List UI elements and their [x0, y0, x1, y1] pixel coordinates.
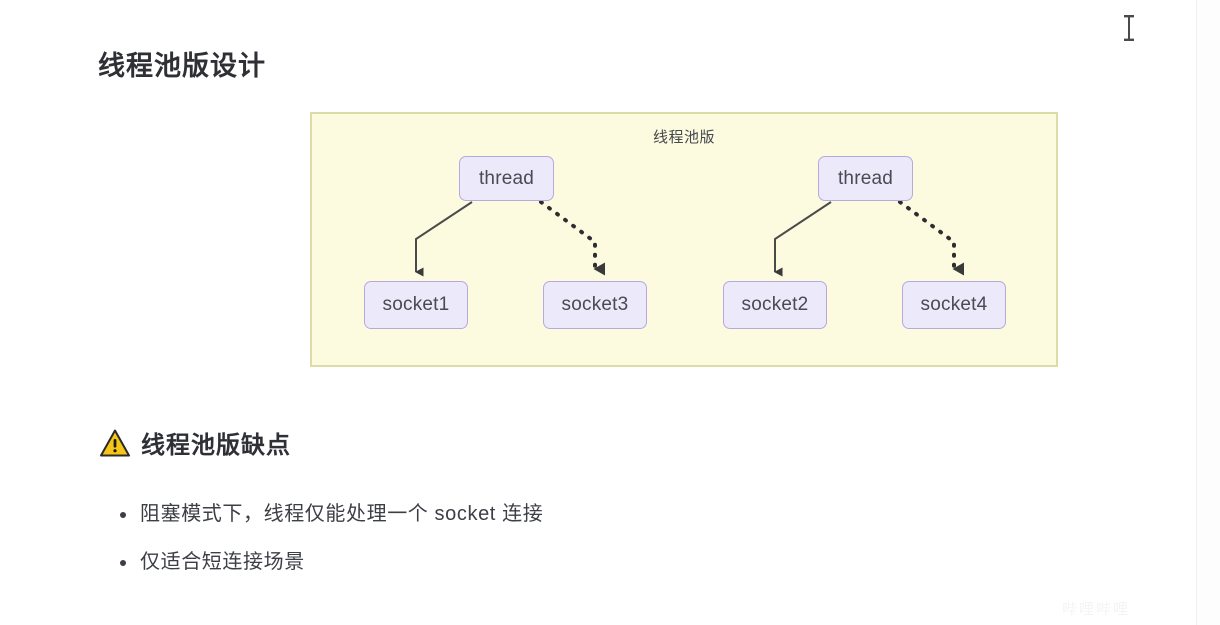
watermark: 哔哩哔哩 [1062, 601, 1131, 618]
thread-pool-diagram: 线程池版 thread thread socket1 socket3 s [310, 112, 1058, 367]
list-item: 仅适合短连接场景 [112, 538, 543, 586]
diagram-edges [415, 200, 964, 277]
node-thread-2[interactable]: thread [818, 156, 913, 201]
page-gutter [1196, 0, 1220, 625]
text-ibeam-cursor [1124, 15, 1134, 41]
list-item: 阻塞模式下，线程仅能处理一个 socket 连接 [112, 490, 543, 538]
warning-heading-text: 线程池版缺点 [141, 432, 291, 459]
edge-thread1-socket3 [539, 200, 605, 276]
diagram-title: 线程池版 [652, 129, 715, 146]
drawback-list: 阻塞模式下，线程仅能处理一个 socket 连接 仅适合短连接场景 [112, 490, 543, 586]
warning-heading: 线程池版缺点 [100, 425, 291, 460]
node-socket4[interactable]: socket4 [902, 281, 1006, 329]
warning-triangle-icon [100, 429, 130, 456]
node-thread-1[interactable]: thread [459, 156, 554, 201]
node-socket2[interactable]: socket2 [723, 281, 827, 329]
edge-thread2-socket4 [898, 200, 964, 276]
page-title: 线程池版设计 [98, 51, 266, 82]
edge-thread2-socket2 [774, 201, 832, 277]
edge-thread1-socket1 [415, 201, 473, 277]
node-socket3[interactable]: socket3 [543, 281, 647, 329]
node-socket1[interactable]: socket1 [364, 281, 468, 329]
